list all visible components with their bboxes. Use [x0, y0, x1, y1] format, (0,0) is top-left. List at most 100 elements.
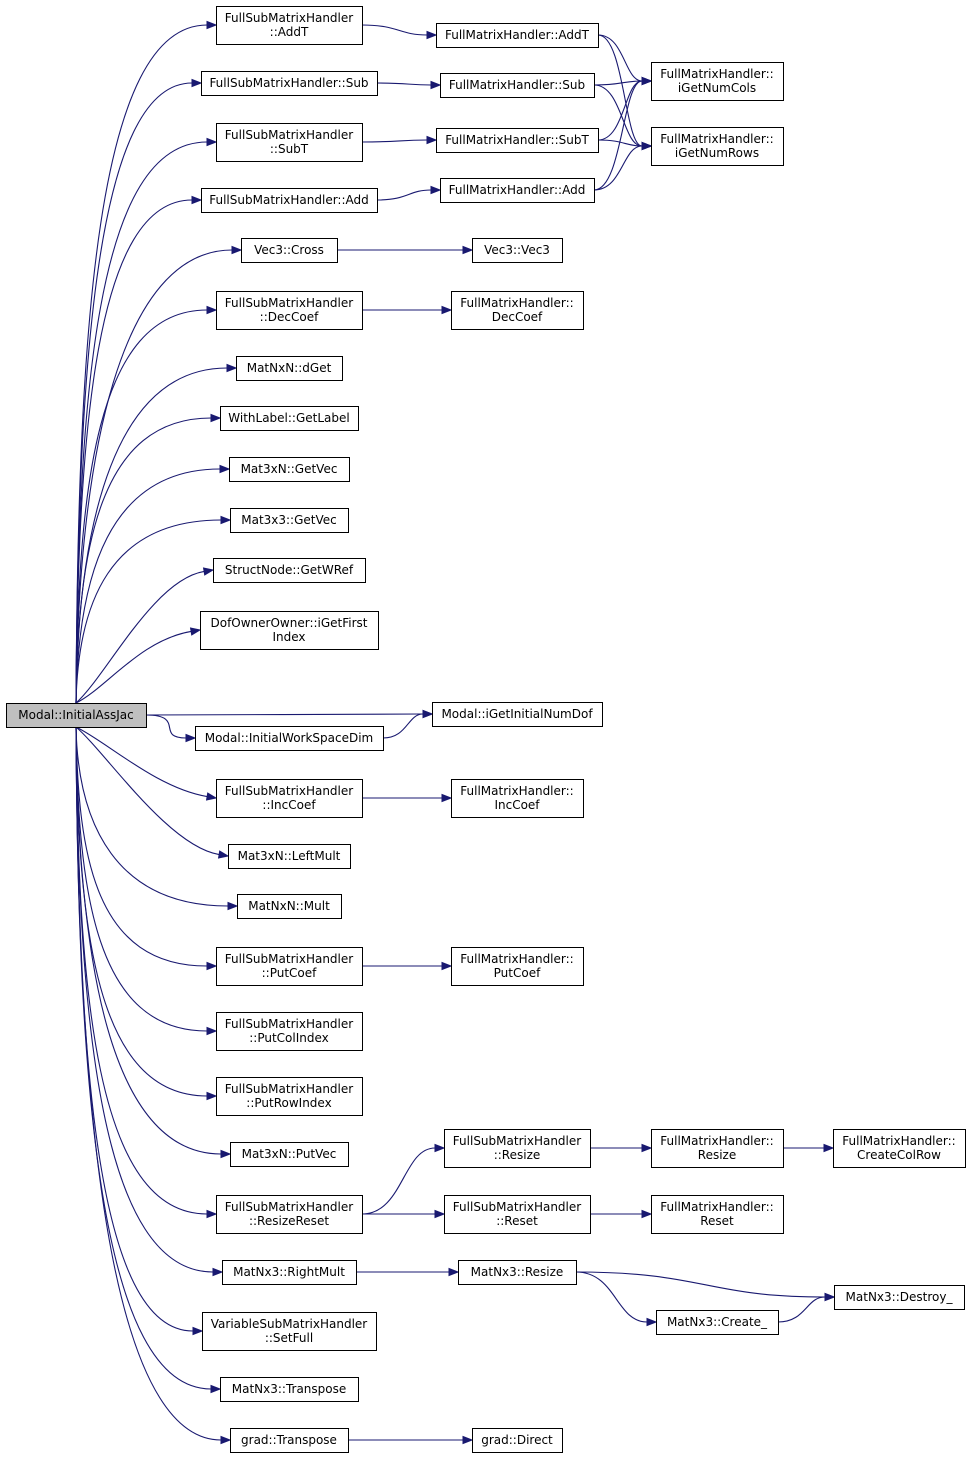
edge-initialassjac-to-matnx3-transpose [75, 726, 222, 1394]
node-vec3-vec3[interactable]: Vec3::Vec3 [472, 238, 563, 263]
node-fsmh-sub[interactable]: FullSubMatrixHandler::Sub [201, 71, 378, 96]
node-fmh-addt[interactable]: FullMatrixHandler::AddT [436, 23, 599, 48]
node-fmh-resize[interactable]: FullMatrixHandler::Resize [651, 1129, 784, 1168]
edge-line [593, 80, 643, 191]
node-fsmh-subt[interactable]: FullSubMatrixHandler::SubT [216, 123, 363, 162]
node-label: Vec3::Vec3 [484, 243, 550, 257]
node-label: MatNx3::RightMult [233, 1265, 345, 1279]
node-label: MatNxN::Mult [248, 899, 330, 913]
edge-arrowhead [227, 901, 239, 911]
edge-matnx3-create-to-matnx3-destroy [777, 1292, 836, 1323]
node-fmh-add[interactable]: FullMatrixHandler::Add [440, 178, 595, 203]
edge-arrowhead [641, 76, 653, 86]
edge-arrowhead [206, 20, 218, 30]
edge-initialassjac-to-fsmh-inccoef [75, 726, 218, 801]
node-fmh-deccoef[interactable]: FullMatrixHandler::DecCoef [451, 291, 584, 330]
node-mat3xn-getvec[interactable]: Mat3xN::GetVec [229, 457, 350, 482]
node-label: ::ResizeReset [249, 1214, 329, 1228]
node-vec3-cross[interactable]: Vec3::Cross [241, 238, 338, 263]
edge-arrowhead [205, 792, 218, 801]
node-mat3xn-leftmult[interactable]: Mat3xN::LeftMult [228, 844, 351, 869]
edge-line [75, 726, 220, 856]
node-fsmh-deccoef[interactable]: FullSubMatrixHandler::DecCoef [216, 291, 363, 330]
node-box [651, 1129, 784, 1168]
node-fsmh-reset[interactable]: FullSubMatrixHandler::Reset [444, 1195, 591, 1234]
node-box [213, 558, 366, 583]
node-mat3x3-getvec[interactable]: Mat3x3::GetVec [230, 508, 349, 533]
node-matnx3-destroy[interactable]: MatNx3::Destroy_ [834, 1285, 965, 1310]
node-matnx3-create[interactable]: MatNx3::Create_ [656, 1310, 779, 1335]
edge-arrowhead [191, 78, 203, 88]
node-box [444, 1129, 591, 1168]
node-fsmh-add[interactable]: FullSubMatrixHandler::Add [201, 188, 378, 213]
node-box [200, 611, 379, 650]
node-withlabel-getlabel[interactable]: WithLabel::GetLabel [220, 406, 359, 431]
node-fsmh-resize[interactable]: FullSubMatrixHandler::Resize [444, 1129, 591, 1168]
node-vsmh-setfull[interactable]: VariableSubMatrixHandler::SetFull [202, 1312, 377, 1351]
node-mat3xn-putvec[interactable]: Mat3xN::PutVec [230, 1142, 349, 1167]
node-grad-transpose[interactable]: grad::Transpose [230, 1428, 349, 1453]
node-matnx3-rightmult[interactable]: MatNx3::RightMult [222, 1260, 357, 1285]
node-label: Index [272, 630, 305, 644]
node-modal-igetinitialnumdof[interactable]: Modal::iGetInitialNumDof [432, 702, 603, 727]
node-fmh-inccoef[interactable]: FullMatrixHandler::IncCoef [451, 779, 584, 818]
edge-arrowhead [202, 567, 215, 576]
edge-arrowhead [206, 137, 218, 147]
node-grad-direct[interactable]: grad::Direct [472, 1428, 563, 1453]
edge-line [382, 713, 424, 739]
node-fmh-putcoef[interactable]: FullMatrixHandler::PutCoef [451, 947, 584, 986]
edge-line [597, 34, 643, 82]
node-label: WithLabel::GetLabel [228, 411, 349, 425]
edge-arrowhead [434, 1143, 446, 1153]
node-matnxn-dget[interactable]: MatNxN::dGet [236, 356, 343, 381]
edge-fsmh-add-to-fmh-add [376, 185, 442, 201]
edge-fmh-add-to-fmh-igetnumcols [593, 76, 653, 191]
node-label: PutCoef [494, 966, 541, 980]
node-fsmh-putcoef[interactable]: FullSubMatrixHandler::PutCoef [216, 947, 363, 986]
node-label: ::PutColIndex [249, 1031, 329, 1045]
node-fsmh-putcolindex[interactable]: FullSubMatrixHandler::PutColIndex [216, 1012, 363, 1051]
node-fmh-subt[interactable]: FullMatrixHandler::SubT [436, 128, 599, 153]
node-label: FullMatrixHandler:: [460, 296, 573, 310]
node-label: MatNx3::Transpose [232, 1382, 347, 1396]
node-modal-initialworkspacedim[interactable]: Modal::InitialWorkSpaceDim [195, 726, 384, 751]
node-box [472, 238, 563, 263]
node-label: FullSubMatrixHandler [225, 1017, 353, 1031]
edge-fsmh-inccoef-to-fmh-inccoef [361, 793, 453, 803]
edge-line [376, 189, 432, 201]
edge-line [376, 82, 432, 86]
edge-matnx3-rightmult-to-matnx3-resize [356, 1267, 460, 1277]
edge-arrowhead [434, 1209, 446, 1219]
node-label: VariableSubMatrixHandler [211, 1317, 368, 1331]
node-box [834, 1285, 965, 1310]
node-matnx3-transpose[interactable]: MatNx3::Transpose [220, 1377, 359, 1402]
edge-line [75, 726, 222, 1155]
node-matnxn-mult[interactable]: MatNxN::Mult [237, 894, 342, 919]
node-initialassjac[interactable]: Modal::InitialAssJac [6, 703, 147, 728]
node-fmh-sub[interactable]: FullMatrixHandler::Sub [440, 73, 595, 98]
edge-line [145, 713, 424, 716]
node-fmh-reset[interactable]: FullMatrixHandler::Reset [651, 1195, 784, 1234]
node-label: iGetNumRows [675, 146, 759, 160]
node-box [229, 457, 350, 482]
edge-line [75, 199, 193, 704]
node-fmh-igetnumcols[interactable]: FullMatrixHandler::iGetNumCols [651, 62, 784, 101]
node-label: grad::Transpose [241, 1433, 337, 1447]
node-label: grad::Direct [481, 1433, 553, 1447]
node-fmh-createcolrow[interactable]: FullMatrixHandler::CreateColRow [833, 1129, 966, 1168]
edge-fsmh-putcoef-to-fmh-putcoef [361, 961, 453, 971]
node-fsmh-putrowindex[interactable]: FullSubMatrixHandler::PutRowIndex [216, 1077, 363, 1116]
node-matnx3-resize[interactable]: MatNx3::Resize [458, 1260, 577, 1285]
edge-arrowhead [192, 1326, 204, 1336]
node-fmh-igetnumrows[interactable]: FullMatrixHandler::iGetNumRows [651, 127, 784, 166]
node-fsmh-inccoef[interactable]: FullSubMatrixHandler::IncCoef [216, 779, 363, 818]
edge-vec3-cross-to-vec3-vec3 [336, 245, 474, 255]
node-label: ::DecCoef [260, 310, 319, 324]
node-fsmh-resizereset[interactable]: FullSubMatrixHandler::ResizeReset [216, 1195, 363, 1234]
edge-arrowhead [206, 961, 218, 971]
edge-initialassjac-to-fsmh-deccoef [75, 305, 218, 704]
node-structnode-getwref[interactable]: StructNode::GetWRef [213, 558, 366, 583]
node-fsmh-addt[interactable]: FullSubMatrixHandler::AddT [216, 6, 363, 45]
